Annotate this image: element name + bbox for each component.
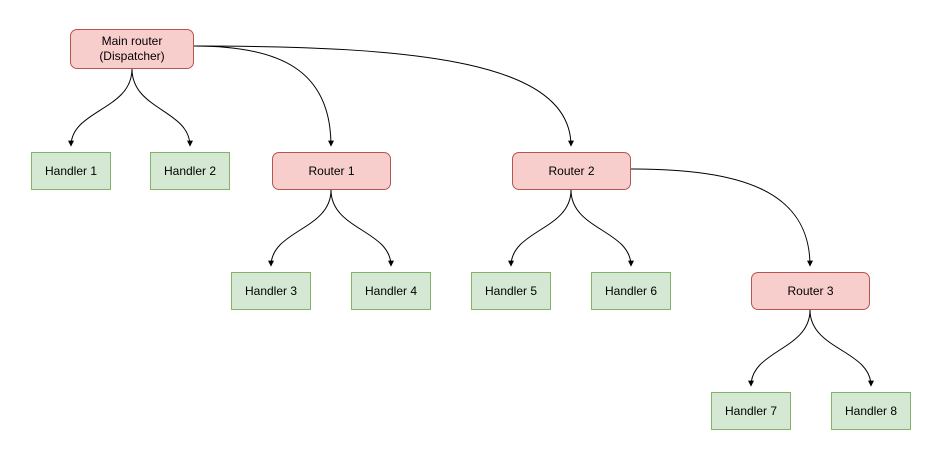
node-label-handler-5: Handler 5	[484, 283, 538, 298]
edge-router-3-to-handler-7	[748, 309, 811, 387]
edge-group	[68, 45, 874, 387]
edge-router-3-to-handler-8	[809, 309, 874, 387]
node-router-1[interactable]: Router 1	[272, 152, 391, 190]
node-router-3[interactable]: Router 3	[751, 272, 870, 310]
edge-main-to-handler-1	[68, 68, 133, 147]
node-label-handler-2: Handler 2	[163, 163, 217, 178]
edge-main-to-router-2	[193, 45, 574, 147]
node-handler-3[interactable]: Handler 3	[231, 272, 311, 310]
edge-main-to-handler-2	[131, 68, 193, 147]
node-label-handler-1: Handler 1	[44, 163, 98, 178]
node-label-main-router: Main router (Dispatcher)	[99, 34, 165, 63]
node-handler-5[interactable]: Handler 5	[471, 272, 551, 310]
node-router-2[interactable]: Router 2	[512, 152, 631, 190]
edge-main-to-router-1	[193, 45, 334, 147]
node-handler-7[interactable]: Handler 7	[711, 392, 791, 430]
node-handler-4[interactable]: Handler 4	[351, 272, 431, 310]
node-handler-2[interactable]: Handler 2	[150, 152, 230, 190]
edge-router-2-to-handler-6	[570, 189, 634, 267]
edge-router-1-to-handler-4	[330, 189, 394, 267]
node-handler-1[interactable]: Handler 1	[31, 152, 111, 190]
node-handler-6[interactable]: Handler 6	[591, 272, 671, 310]
node-label-router-2: Router 2	[548, 163, 595, 178]
edge-router-2-to-router-3	[630, 168, 813, 267]
node-handler-8[interactable]: Handler 8	[831, 392, 911, 430]
node-label-handler-7: Handler 7	[724, 403, 778, 418]
edge-router-2-to-handler-5	[508, 189, 572, 267]
node-label-router-3: Router 3	[787, 283, 834, 298]
node-label-handler-6: Handler 6	[604, 283, 658, 298]
node-label-router-1: Router 1	[308, 163, 355, 178]
node-label-handler-8: Handler 8	[844, 403, 898, 418]
node-label-handler-4: Handler 4	[364, 283, 418, 298]
edge-router-1-to-handler-3	[268, 189, 332, 267]
node-main-router[interactable]: Main router (Dispatcher)	[70, 29, 194, 69]
node-label-handler-3: Handler 3	[244, 283, 298, 298]
